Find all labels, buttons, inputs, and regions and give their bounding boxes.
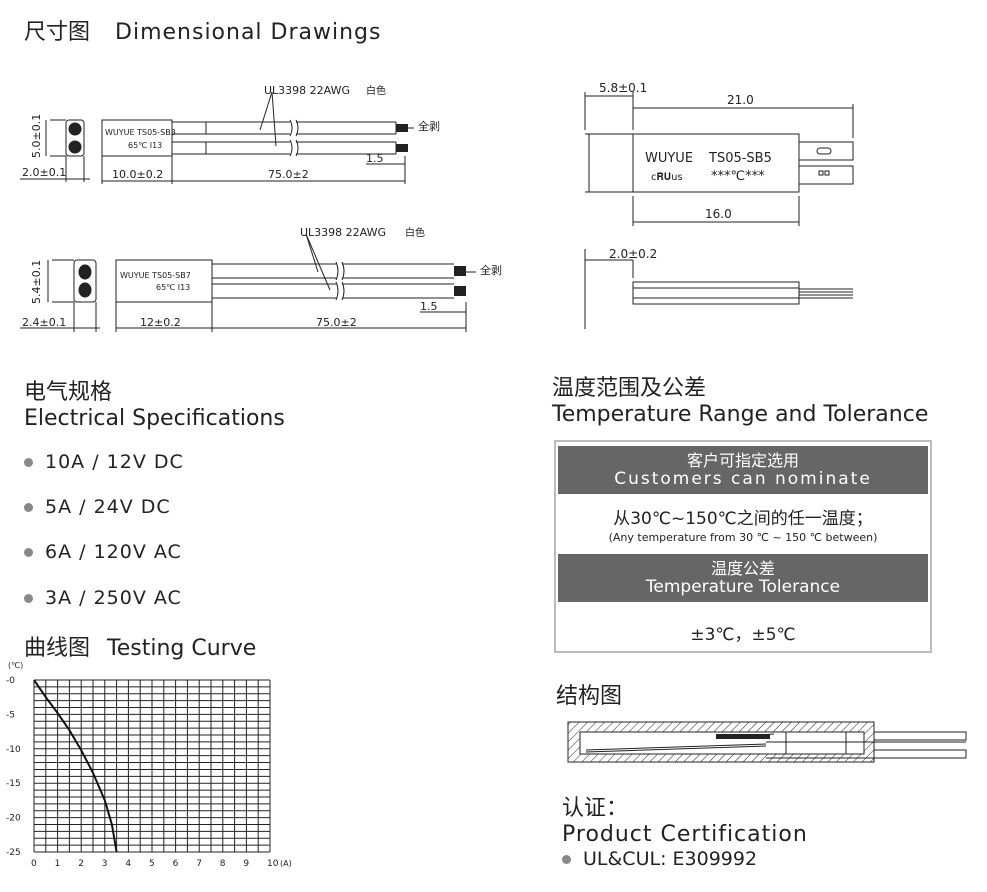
structure-title: 结构图 (556, 684, 623, 709)
dim-height-2: 5.4±0.1 (30, 260, 43, 304)
x-tick-label: 10 (267, 859, 279, 869)
cert-item: UL&CUL: E309992 (562, 848, 757, 870)
y-tick-label: -20 (6, 814, 21, 824)
body-label-line2-2: 65℃ I13 (156, 283, 190, 292)
y-tick-label: -0 (6, 676, 15, 686)
wire-spec-2: UL3398 22AWG (300, 226, 386, 239)
wire-color: 白色 (366, 84, 386, 97)
strip-label-2: 全剥 (480, 263, 502, 277)
tolerance-value: ±3℃，±5℃ (690, 625, 796, 645)
dimension-drawing-3: 5.8±0.1 21.0 16.0 2.0±0.2 WUYUE TS05-SB5… (584, 81, 854, 329)
temp-label: ***℃*** (711, 169, 765, 184)
electrical-section: 电气规格 Electrical Specifications (24, 374, 285, 431)
spec-item: 3A / 250V AC (24, 587, 182, 609)
body-label-line1: WUYUE TS05-SB3 (105, 128, 176, 137)
x-tick-label: 4 (125, 859, 131, 869)
certification-title-cn: 认证： (562, 796, 629, 821)
dim-strip: 1.5 (366, 152, 384, 165)
wire-spec: UL3398 22AWG (264, 84, 350, 97)
curve-title: 曲线图 Testing Curve (24, 636, 257, 661)
y-tick-label: -25 (6, 848, 21, 858)
spec-item: 10A / 12V DC (24, 451, 184, 473)
brand-label: WUYUE (645, 151, 693, 166)
dim-total: 21.0 (727, 93, 754, 107)
spec-item: 5A / 24V DC (24, 496, 171, 518)
x-tick-label: 6 (173, 859, 179, 869)
dimension-drawing-2: UL3398 22AWG 白色 全剥 WUYUE TS05-SB7 65℃ I1… (20, 226, 502, 332)
y-tick-label: -15 (6, 779, 21, 789)
certification-title-en: Product Certification (562, 822, 808, 847)
dim-height: 5.0±0.1 (30, 114, 43, 158)
bullet-icon (24, 593, 33, 603)
range-text: 从30℃~150℃之间的任一温度； (Any temperature from … (608, 509, 878, 544)
certification-section: 认证： Product Certification (562, 790, 808, 847)
dim-side: 2.0±0.2 (609, 247, 657, 261)
dim-width-2: 2.4±0.1 (22, 316, 66, 329)
bullet-icon (24, 502, 33, 512)
page-title-en: Dimensional Drawings (115, 20, 382, 45)
series-line (33, 679, 118, 853)
dim-body-2: 12±0.2 (140, 316, 181, 329)
cert-mark: c𝐑𝐔us (651, 172, 683, 183)
strip-label: 全剥 (418, 119, 440, 133)
x-tick-label: 5 (149, 859, 155, 869)
table-header-2: 温度公差 Temperature Tolerance (558, 554, 928, 602)
electrical-title-cn: 电气规格 (24, 380, 113, 405)
x-axis-label: (A) (280, 859, 292, 868)
temperature-title-cn: 温度范围及公差 (552, 376, 707, 401)
model-label: TS05-SB5 (708, 151, 772, 166)
dim-body: 10.0±0.2 (112, 168, 163, 181)
page-title: 尺寸图 Dimensional Drawings (24, 14, 381, 46)
body-label-line2: 65℃ I13 (128, 141, 162, 150)
bullet-icon (562, 854, 571, 864)
dim-lead: 75.0±2 (268, 168, 309, 181)
x-tick-label: 2 (78, 859, 84, 869)
wire-color-2: 白色 (405, 226, 425, 239)
y-tick-label: -10 (6, 745, 21, 755)
temperature-title-en: Temperature Range and Tolerance (552, 402, 929, 427)
table-header-1: 客户可指定选用 Customers can nominate (558, 446, 928, 494)
electrical-title-en: Electrical Specifications (24, 406, 285, 431)
dimension-drawing-1: UL3398 22AWG 白色 全剥 WUYUE TS05-SB3 65℃ I1… (20, 84, 440, 184)
x-tick-label: 7 (196, 859, 202, 869)
dim-strip-2: 1.5 (420, 300, 438, 313)
y-tick-label: -5 (6, 710, 15, 720)
x-tick-label: 9 (243, 859, 249, 869)
y-axis-label: (℃) (8, 661, 23, 670)
testing-curve-chart: 0 1 2 3 4 5 6 7 8 9 10 -0 -5 -10 -15 -20 -25 (A) (℃) (6, 661, 292, 869)
bullet-icon (24, 457, 33, 467)
spec-item: 6A / 120V AC (24, 541, 182, 563)
x-tick-label: 8 (220, 859, 226, 869)
dim-body-3: 16.0 (705, 207, 732, 221)
temperature-table: 客户可指定选用 Customers can nominate 从30℃~150℃… (554, 440, 932, 653)
x-tick-label: 0 (31, 859, 37, 869)
body-label-line1-2: WUYUE TS05-SB7 (120, 271, 191, 280)
temperature-section: 温度范围及公差 Temperature Range and Tolerance (552, 370, 928, 427)
dim-thick-top: 5.8±0.1 (599, 81, 647, 95)
page-title-cn: 尺寸图 (24, 20, 91, 45)
dim-lead-2: 75.0±2 (316, 316, 357, 329)
x-tick-label: 1 (55, 859, 61, 869)
structure-diagram (567, 721, 967, 763)
bullet-icon (24, 547, 33, 557)
x-tick-label: 3 (102, 859, 108, 869)
dim-width: 2.0±0.1 (22, 166, 66, 179)
